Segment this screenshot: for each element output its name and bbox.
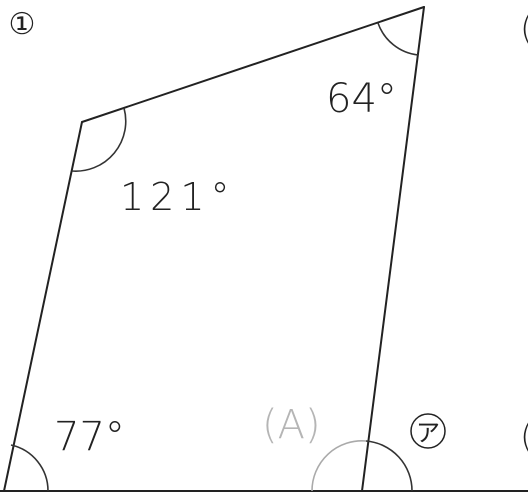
angle-arc-top-right: [377, 22, 419, 56]
figure-2-label-partial: (: [520, 9, 528, 49]
angle-mark-label: ア: [416, 419, 440, 447]
figure-3-label-partial: (: [520, 417, 528, 457]
angle-mark-circle: [410, 413, 446, 449]
angle-arc-top-left: [71, 107, 127, 172]
angle-arc-a-exterior: [365, 440, 413, 492]
angle-label-unknown-a: (A): [262, 402, 321, 448]
angle-arc-bottom-left: [10, 444, 49, 492]
figure-1-label: ①: [9, 7, 36, 42]
angle-arc-a: [311, 440, 367, 492]
angle-label-bottom-left: 77°: [54, 414, 125, 460]
angle-label-top-right: 64°: [326, 76, 397, 122]
side-top: [81, 6, 425, 123]
side-right: [361, 6, 425, 492]
angle-label-top-left: 121°: [120, 175, 236, 219]
side-left: [3, 121, 83, 492]
